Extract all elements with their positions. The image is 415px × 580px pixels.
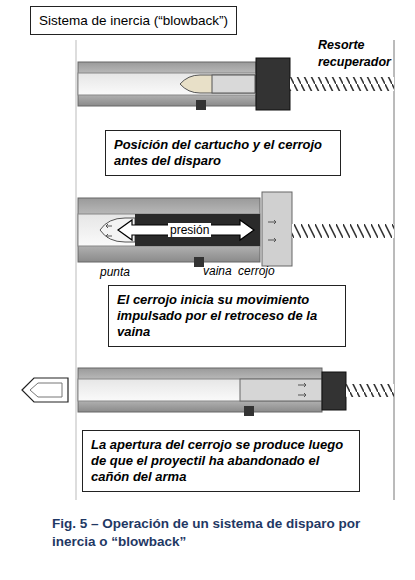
box-text: Posición del cartucho y el cerrojo antes… [114, 137, 332, 169]
box-text: El cerrojo inicia su movimiento impulsad… [117, 292, 337, 340]
part-label: punta [100, 265, 130, 279]
part-label: presión [168, 223, 211, 237]
figure-caption: Fig. 5 – Operación de un sistema de disp… [52, 515, 392, 551]
title-box: Sistema de inercia (“blowback”) [30, 6, 237, 35]
part-label: cerrojo [238, 264, 275, 278]
part-label: vaina [203, 264, 232, 278]
box-text: La apertura del cerrojo se produce luego… [91, 437, 351, 485]
caption-box: La apertura del cerrojo se produce luego… [82, 430, 360, 492]
caption-box: Posición del cartucho y el cerrojo antes… [105, 130, 341, 176]
part-label: Resorte recuperador [318, 37, 398, 71]
title-text: Sistema de inercia (“blowback”) [39, 13, 228, 28]
caption-box: El cerrojo inicia su movimiento impulsad… [108, 285, 346, 347]
